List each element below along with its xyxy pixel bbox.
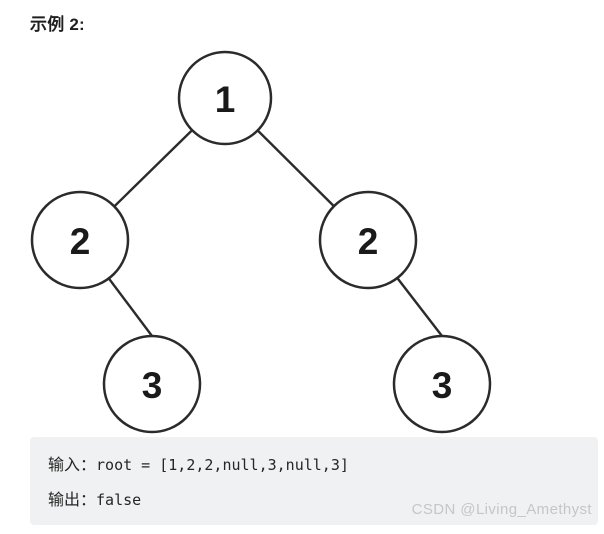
output-label: 输出： — [48, 492, 97, 509]
tree-node — [318, 190, 418, 290]
tree-node-label: 1 — [215, 79, 236, 120]
tree-node — [392, 334, 492, 434]
input-label: 输入： — [48, 457, 97, 474]
output-line: 输出：false — [48, 483, 598, 518]
io-box: 输入：root = [1,2,2,null,3,null,3] 输出：false… — [30, 437, 598, 525]
example-title: 示例 2: — [30, 15, 85, 34]
input-value: root = [1,2,2,null,3,null,3] — [96, 456, 349, 474]
input-line: 输入：root = [1,2,2,null,3,null,3] — [48, 448, 598, 483]
tree-node-label: 3 — [142, 365, 163, 406]
tree-node-label: 3 — [432, 365, 453, 406]
watermark: CSDN @Living_Amethyst — [411, 501, 592, 518]
tree-node — [30, 190, 130, 290]
tree-node — [177, 50, 273, 146]
tree-node-label: 2 — [70, 221, 91, 262]
tree-node-label: 2 — [358, 221, 379, 262]
tree-node — [102, 334, 202, 434]
output-value: false — [96, 491, 142, 509]
